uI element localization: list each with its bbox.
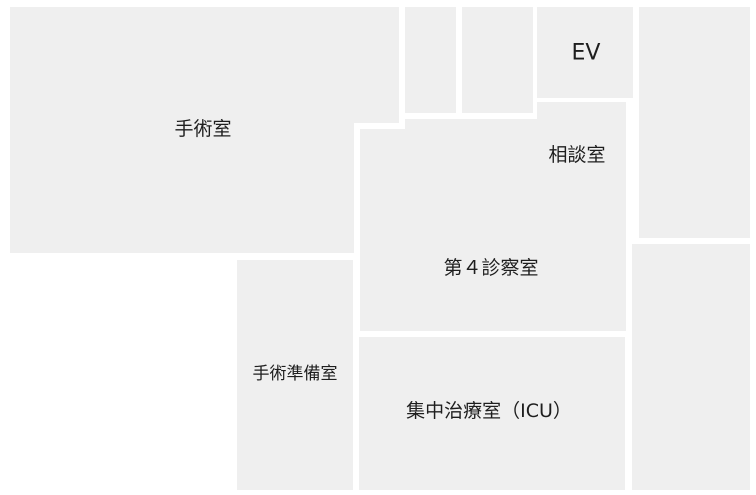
room-prep[interactable] [233,256,357,494]
room-unlabeled-1[interactable] [401,3,460,117]
label-exam-4: 第４診察室 [443,257,538,279]
label-surgery: 手術室 [174,118,231,140]
room-icu[interactable] [355,333,629,494]
room-unlabeled-3[interactable] [635,3,754,242]
label-icu: 集中治療室（ICU） [406,400,572,422]
label-elevator: EV [572,41,601,66]
label-consultation: 相談室 [548,144,605,166]
room-unlabeled-4[interactable] [628,240,754,494]
room-exam-4[interactable] [356,98,630,335]
label-prep: 手術準備室 [253,364,338,384]
room-unlabeled-2[interactable] [458,3,537,117]
